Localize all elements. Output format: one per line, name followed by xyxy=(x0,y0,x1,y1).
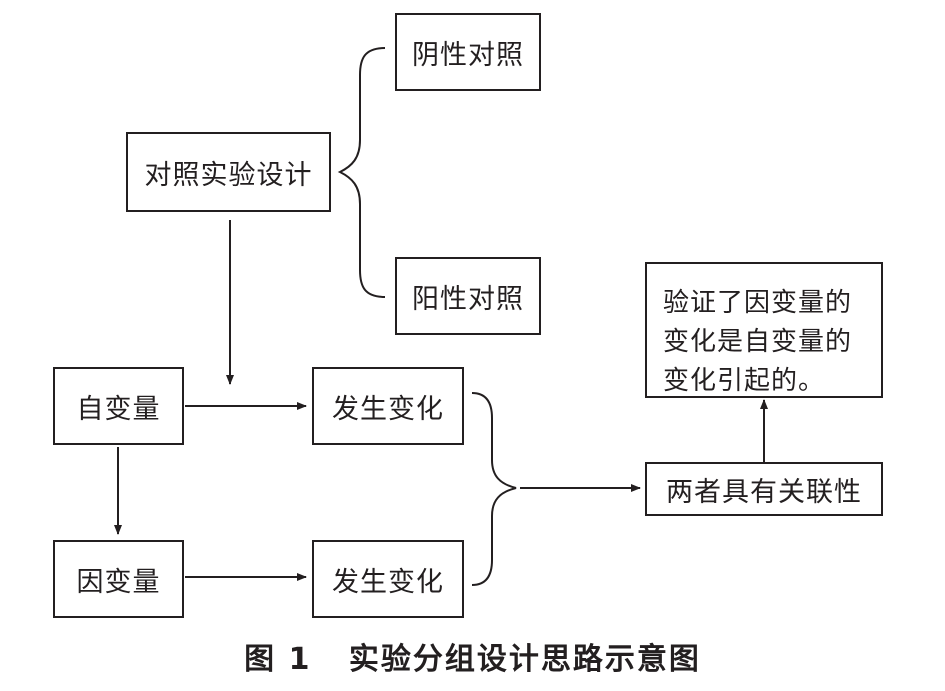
node-conclusion: 验证了因变量的 变化是自变量的 变化引起的。 xyxy=(645,262,883,398)
node-correlation: 两者具有关联性 xyxy=(645,462,883,516)
node-change-bottom: 发生变化 xyxy=(312,540,464,618)
conclusion-line-2: 变化是自变量的 xyxy=(663,327,853,357)
node-change-top: 发生变化 xyxy=(312,367,464,445)
control-brace xyxy=(337,47,386,298)
node-positive-control: 阳性对照 xyxy=(395,257,541,335)
conclusion-line-3: 变化引起的。 xyxy=(663,366,826,396)
node-experiment-design: 对照实验设计 xyxy=(126,132,331,212)
conclusion-line-1: 验证了因变量的 xyxy=(663,288,853,318)
figure-caption: 图 1 实验分组设计思路示意图 xyxy=(244,642,701,677)
node-negative-control: 阴性对照 xyxy=(395,13,541,91)
change-brace xyxy=(471,392,517,586)
node-independent-variable: 自变量 xyxy=(53,367,184,445)
node-dependent-variable: 因变量 xyxy=(53,540,184,618)
